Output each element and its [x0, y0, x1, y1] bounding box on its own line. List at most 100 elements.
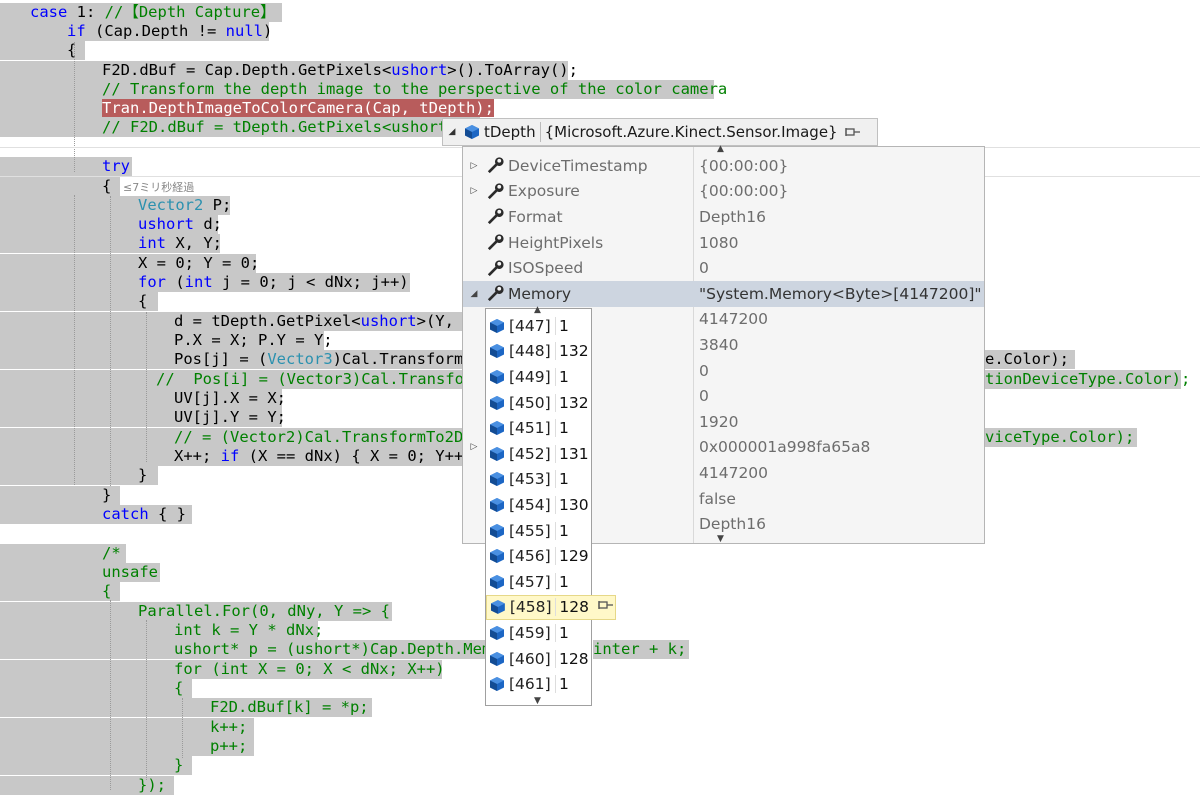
code-fragment: viceType.Color); [985, 428, 1134, 447]
code-line[interactable]: int X, Y; [138, 234, 222, 253]
code-line[interactable]: // F2D.dBuf = tDepth.GetPixels<ushort> [102, 118, 457, 137]
element-cube-icon [490, 344, 504, 359]
selection-highlight [0, 582, 120, 602]
collapse-arrow-icon[interactable]: ◢ [448, 127, 456, 137]
code-line[interactable]: case 1: //【Depth Capture】 [30, 3, 276, 22]
property-row[interactable]: 4147200 [463, 460, 984, 486]
code-line[interactable]: try [102, 157, 130, 176]
code-line[interactable]: UV[j].Y = Y; [174, 408, 286, 427]
memory-array-item[interactable]: [448]132 [486, 339, 591, 365]
code-line[interactable]: UV[j].X = X; [174, 389, 286, 408]
code-line[interactable]: ushort d; [138, 215, 222, 234]
selection-highlight [0, 196, 230, 216]
scroll-down-icon[interactable]: ▼ [534, 696, 541, 706]
code-line[interactable]: { [102, 177, 111, 196]
memory-array-item[interactable]: [450]132 [486, 390, 591, 416]
code-line[interactable]: p++; [210, 737, 247, 756]
code-line[interactable]: d = tDepth.GetPixel<ushort>(Y, X) [174, 312, 482, 331]
memory-array-panel[interactable]: ▲ ▼ [447]1[448]132[449]1[450]132[451]1[4… [485, 305, 616, 706]
property-row[interactable]: ◢Memory"System.Memory<Byte>[4147200]" [463, 281, 984, 307]
memory-array-item[interactable]: [457]1 [486, 569, 591, 595]
memory-array-item[interactable]: [456]129 [486, 543, 591, 569]
memory-array-item[interactable]: [459]1 [486, 620, 591, 646]
code-line[interactable]: { [102, 582, 111, 601]
code-line[interactable]: // Pos[i] = (Vector3)Cal.Transform [156, 370, 483, 389]
code-token: P; [203, 196, 232, 214]
property-row[interactable]: ▷Exposure{00:00:00} [463, 179, 984, 205]
memory-array-item[interactable]: [455]1 [486, 518, 591, 544]
selection-highlight [0, 292, 158, 312]
memory-array-item[interactable]: [461]1 [486, 671, 591, 697]
code-token: try [102, 157, 130, 175]
property-wrench-icon [487, 285, 504, 302]
element-cube-icon [490, 600, 505, 615]
code-line[interactable]: Pos[j] = (Vector3)Cal.TransformTo [174, 350, 482, 369]
code-line[interactable]: Vector2 P; [138, 196, 231, 215]
pin-icon[interactable] [597, 598, 615, 616]
code-token: case [30, 3, 68, 21]
code-line[interactable]: { [174, 679, 183, 698]
memory-array-item[interactable]: [451]1 [486, 415, 591, 441]
memory-array-item[interactable]: [447]1 [486, 313, 591, 339]
code-line[interactable]: Tran.DepthImageToColorCamera(Cap, tDepth… [102, 99, 494, 118]
code-line[interactable]: } [174, 756, 183, 775]
memory-array-item[interactable]: [452]131 [486, 441, 591, 467]
memory-array-item[interactable]: [458]128 [486, 594, 616, 621]
expand-arrow-icon[interactable]: ▷ [470, 186, 478, 197]
code-token: for [138, 273, 166, 291]
code-line[interactable]: Parallel.For(0, dNy, Y => { [138, 602, 390, 621]
code-line[interactable]: } [102, 486, 111, 505]
array-index: [460] [509, 649, 551, 668]
code-line[interactable]: { [138, 292, 147, 311]
code-line[interactable]: } [138, 466, 147, 485]
pin-icon[interactable] [844, 125, 862, 139]
expand-arrow-icon[interactable]: ◢ [470, 288, 478, 299]
code-line[interactable]: /* [102, 544, 121, 563]
code-line[interactable]: if (Cap.Depth != null) [67, 22, 272, 41]
code-fragment: tionDeviceType.Color); [985, 370, 1190, 389]
code-line[interactable]: // Transform the depth image to the pers… [102, 80, 727, 99]
expand-arrow-icon[interactable]: ▷ [470, 442, 478, 453]
property-wrench-icon [487, 157, 504, 174]
memory-array-item[interactable]: [454]130 [486, 492, 591, 518]
code-line[interactable]: F2D.dBuf = Cap.Depth.GetPixels<ushort>()… [102, 61, 578, 80]
property-name-text: DeviceTimestamp [508, 156, 648, 175]
memory-array-item[interactable]: [453]1 [486, 467, 591, 493]
code-line[interactable]: k++; [210, 718, 247, 737]
code-line[interactable]: }); [138, 776, 166, 795]
code-line[interactable]: for (int X = 0; X < dNx; X++) [174, 660, 445, 679]
selection-highlight [0, 718, 254, 738]
scroll-down-icon[interactable]: ▼ [717, 534, 724, 544]
code-line[interactable]: catch { } [102, 505, 186, 524]
code-line[interactable]: ushort* p = (ushort*)Cap.Depth.Memo [174, 640, 501, 659]
code-line[interactable]: int k = Y * dNx; [174, 621, 323, 640]
property-row[interactable]: 4147200 [463, 307, 984, 333]
code-line[interactable]: { [67, 41, 76, 60]
scroll-up-icon[interactable]: ▲ [717, 144, 724, 154]
code-line[interactable]: P.X = X; P.Y = Y; [174, 331, 333, 350]
code-line[interactable]: for (int j = 0; j < dNx; j++) [138, 273, 409, 292]
array-index: [447] [509, 316, 551, 335]
memory-array-item[interactable]: [460]128 [486, 646, 591, 672]
code-line[interactable]: X = 0; Y = 0; [138, 254, 259, 273]
property-name-text: Memory [508, 284, 572, 303]
code-line[interactable]: unsafe [102, 563, 158, 582]
scroll-up-icon[interactable]: ▲ [534, 305, 541, 315]
datatip-header[interactable]: ◢ tDepth {Microsoft.Azure.Kinect.Sensor.… [442, 118, 878, 146]
memory-array-item[interactable]: [449]1 [486, 364, 591, 390]
selection-highlight [0, 370, 466, 390]
array-value: 1 [555, 367, 569, 386]
property-row[interactable]: ▷DeviceTimestamp{00:00:00} [463, 153, 984, 179]
property-row[interactable]: ▷0x000001a998fa65a8 [463, 435, 984, 461]
code-line[interactable]: // = (Vector2)Cal.TransformTo2D( [174, 428, 473, 447]
indent-guide [182, 698, 183, 758]
code-token: { [67, 41, 77, 59]
property-row[interactable]: Depth16 [463, 511, 984, 537]
code-line[interactable]: X++; if (X == dNx) { X = 0; Y++; [174, 447, 473, 466]
code-line[interactable]: F2D.dBuf[k] = *p; [210, 698, 369, 717]
expand-arrow-icon[interactable]: ▷ [470, 160, 478, 171]
